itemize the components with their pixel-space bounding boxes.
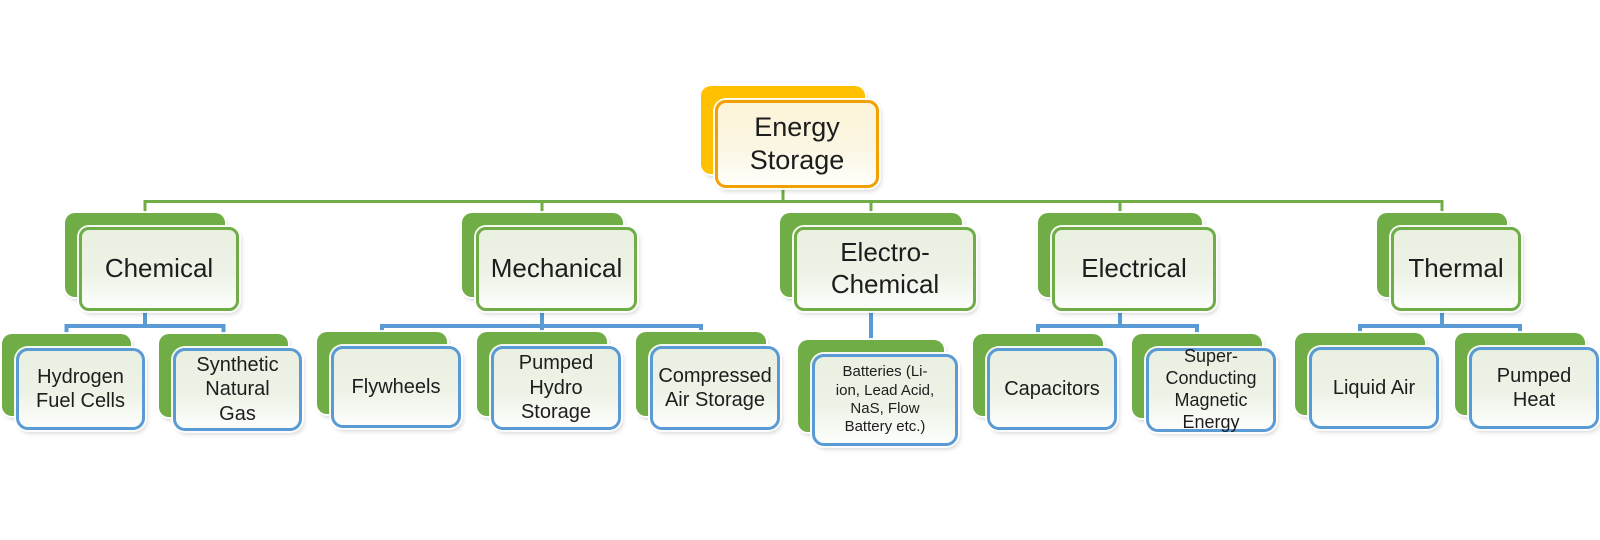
node-pumped-heat-label: Pumped Heat — [1469, 347, 1599, 429]
node-capacitors-label: Capacitors — [987, 348, 1117, 430]
node-flywheels-label: Flywheels — [331, 346, 461, 428]
node-liquid-air-label: Liquid Air — [1309, 347, 1439, 429]
node-compressed-air-storage-label: Compressed Air Storage — [650, 346, 780, 430]
node-super-conducting-magnetic-energy-label: Super-Conducting Magnetic Energy — [1146, 346, 1276, 432]
node-pumped-hydro-storage-label: Pumped Hydro Storage — [491, 346, 621, 430]
node-mechanical-label: Mechanical — [476, 227, 637, 311]
node-chemical-label: Chemical — [79, 227, 239, 311]
node-thermal-label: Thermal — [1391, 227, 1521, 311]
node-hydrogen-fuel-cells-label: Hydrogen Fuel Cells — [16, 348, 145, 430]
level2-connector-blue — [64, 311, 1522, 344]
node-batteries-label: Batteries (Li-ion, Lead Acid, NaS, Flow … — [812, 354, 958, 446]
node-energy-storage-label: Energy Storage — [715, 100, 879, 188]
level1-connector-green — [143, 186, 1444, 216]
node-electro-chemical-label: Electro-Chemical — [794, 227, 976, 311]
node-electrical-label: Electrical — [1052, 227, 1216, 311]
node-synthetic-natural-gas-label: Synthetic Natural Gas — [173, 348, 302, 431]
